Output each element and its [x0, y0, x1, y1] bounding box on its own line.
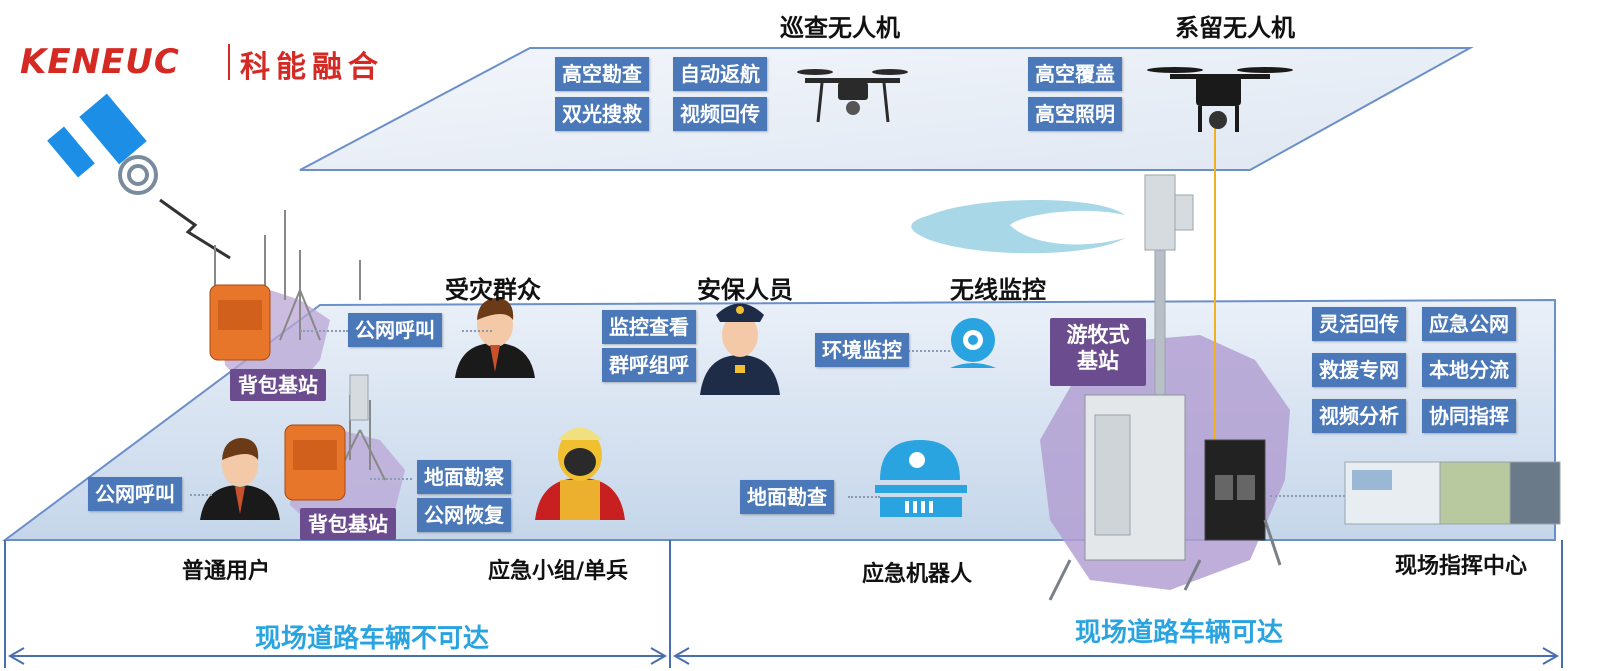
zone-right-arrow	[672, 647, 1560, 665]
signal-wave-icon	[911, 200, 1125, 254]
patrol-tag: 自动返航	[673, 57, 767, 91]
patrol-tag: 双光搜救	[555, 97, 649, 131]
nomadic-station-tag: 游牧式基站	[1050, 318, 1146, 386]
command-tag: 救援专网	[1312, 353, 1406, 387]
connector-line	[370, 478, 412, 480]
tethered-tag: 高空覆盖	[1028, 57, 1122, 91]
satellite-icon	[47, 93, 231, 260]
zone-right-label: 现场道路车辆可达	[1075, 618, 1284, 648]
env-monitor-tag: 环境监控	[815, 333, 909, 367]
tethered-tag: 高空照明	[1028, 97, 1122, 131]
brand-name: 科能融合	[240, 50, 384, 85]
airspace-plane	[299, 47, 1474, 171]
zone-left-arrow	[7, 647, 668, 665]
patrol-drone-icon	[797, 69, 908, 123]
base-station-cabinet	[1048, 394, 1282, 601]
security-tag: 群呼组呼	[602, 348, 696, 382]
user-person-icon	[200, 438, 280, 520]
command-tag: 协同指挥	[1422, 399, 1516, 433]
command-tag: 灵活回传	[1312, 307, 1406, 341]
backpack-station-tag: 背包基站	[230, 369, 326, 401]
brand-logo: KENEUC	[20, 42, 180, 82]
camera-monitor-icon	[950, 318, 996, 368]
zone-left-label: 现场道路车辆不可达	[255, 624, 490, 654]
command-tag: 视频分析	[1312, 399, 1406, 433]
security-tag: 监控查看	[602, 310, 696, 344]
backpack-icon-top	[209, 284, 271, 361]
security-title: 安保人员	[697, 276, 793, 304]
category-label: 现场指挥中心	[1395, 554, 1528, 579]
telescopic-mast	[1144, 174, 1194, 401]
victim-call-tag: 公网呼叫	[348, 313, 442, 347]
victims-title: 受灾群众	[445, 276, 541, 304]
robot-icon	[875, 440, 967, 517]
user-call-tag: 公网呼叫	[88, 477, 182, 511]
connector-line	[848, 496, 880, 498]
backpack-side-tag: 地面勘察	[417, 460, 511, 494]
connector-line	[1270, 495, 1345, 497]
connector-line	[908, 350, 950, 352]
security-guard-icon	[700, 303, 780, 395]
tethered-drone-title: 系留无人机	[1175, 14, 1295, 42]
backpack-icon-bottom	[284, 424, 346, 501]
connector-line	[190, 494, 212, 496]
backpack-side-tag: 公网恢复	[417, 498, 511, 532]
command-tag: 本地分流	[1422, 353, 1516, 387]
category-label: 应急机器人	[862, 562, 973, 587]
backpack-station-tag: 背包基站	[300, 508, 396, 540]
connector-line	[462, 330, 492, 332]
relay-panel-icon	[349, 374, 369, 421]
patrol-drone-title: 巡查无人机	[780, 14, 900, 42]
connector-line	[300, 330, 348, 332]
firefighter-icon	[535, 427, 625, 520]
victim-person-icon	[455, 298, 535, 378]
command-tag: 应急公网	[1422, 307, 1516, 341]
category-label: 应急小组/单兵	[488, 559, 629, 584]
command-screens	[1344, 461, 1561, 525]
patrol-tag: 视频回传	[673, 97, 767, 131]
robot-tag: 地面勘查	[740, 480, 834, 514]
category-label: 普通用户	[182, 559, 271, 584]
wireless-monitor-title: 无线监控	[950, 276, 1046, 304]
patrol-tag: 高空勘查	[555, 57, 649, 91]
brand-divider	[228, 44, 230, 80]
tethered-drone-icon	[1147, 67, 1293, 132]
